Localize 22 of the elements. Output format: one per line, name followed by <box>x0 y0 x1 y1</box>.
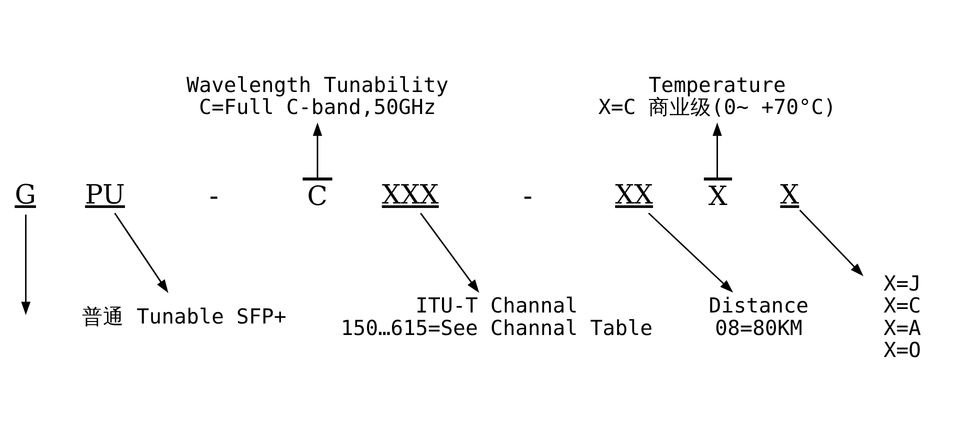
node-text: XXX <box>382 179 439 210</box>
arrow <box>312 122 322 178</box>
arrow <box>648 212 734 293</box>
node-text: X <box>780 179 800 210</box>
node-text: Distance 08=80KM <box>708 294 809 340</box>
node-text: 普通 Tunable SFP+ <box>82 304 286 329</box>
label: - <box>206 180 222 212</box>
arrow <box>799 210 864 276</box>
arrow <box>420 212 480 293</box>
arrow <box>21 214 30 316</box>
node-text: Temperature X=C 商业级(0~ +70°C) <box>598 72 836 120</box>
node-text: PU <box>85 179 125 210</box>
node-text: ITU-T Channal 150…615=See Channal Table <box>340 294 653 340</box>
node-text: X=J X=C X=A X=O <box>884 271 922 362</box>
arrow <box>712 122 722 178</box>
node-text: XX <box>615 179 654 210</box>
node-text: C <box>307 180 328 212</box>
node-text: X <box>708 180 728 212</box>
node-text: G <box>14 179 36 210</box>
label: - <box>520 180 536 212</box>
arrow <box>114 212 168 293</box>
node-text: Wavelength Tunability C=Full C-band,50GHz <box>186 72 448 120</box>
